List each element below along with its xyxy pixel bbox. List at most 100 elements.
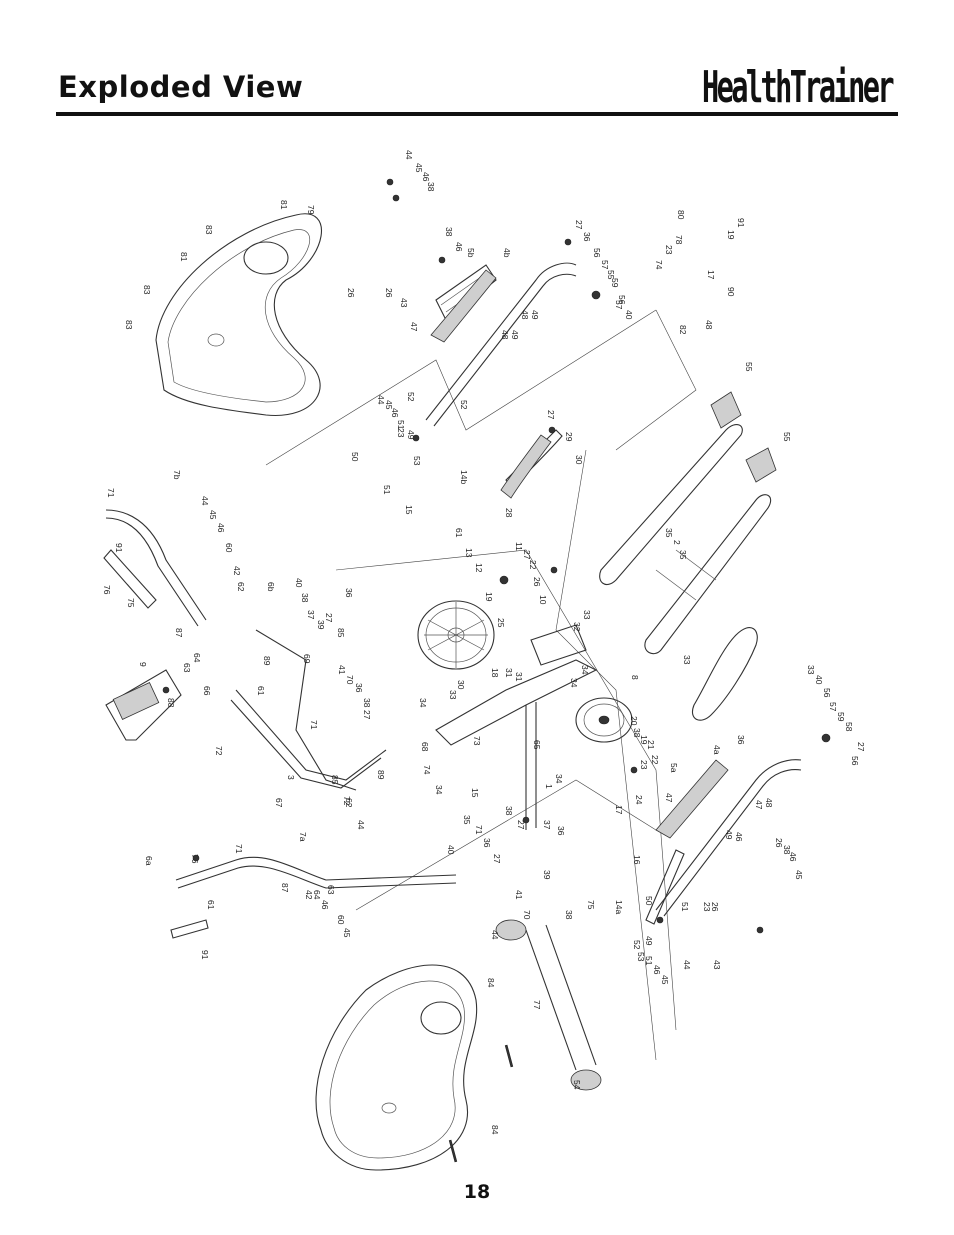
part-label: 32 <box>572 622 582 632</box>
part-label: 74 <box>654 260 664 270</box>
part-label: 21 <box>646 740 656 750</box>
part-label: 34 <box>434 785 444 795</box>
part-label: 57 <box>614 300 624 310</box>
part-label: 57 <box>828 702 838 712</box>
part-label: 37 <box>306 610 316 620</box>
brand-logo-text: HealthTrainer <box>702 62 894 110</box>
part-label: 7b <box>172 470 182 480</box>
console-display <box>105 669 182 741</box>
part-label: 90 <box>726 287 736 297</box>
part-label: 31 <box>504 668 514 678</box>
part-label: 65 <box>532 740 542 750</box>
part-label: 81 <box>279 200 289 210</box>
part-label: 57 <box>600 260 610 270</box>
part-label: 1 <box>544 784 554 789</box>
part-label: 63 <box>326 885 336 895</box>
part-label: 73 <box>472 736 482 746</box>
part-label: 64 <box>192 653 202 663</box>
part-label: 23 <box>639 760 649 770</box>
part-label: 51 <box>644 956 654 966</box>
part-label: 48 <box>520 310 530 320</box>
part-label: 45 <box>660 975 670 985</box>
part-label: 33 <box>582 610 592 620</box>
part-label: 24 <box>634 795 644 805</box>
part-label: 91 <box>200 950 210 960</box>
part-label: 59 <box>610 278 620 288</box>
part-label: 61 <box>256 686 266 696</box>
part-label: 91 <box>114 543 124 553</box>
part-label: 62 <box>236 582 246 592</box>
part-label: 48 <box>764 798 774 808</box>
part-label: 53 <box>412 456 422 466</box>
part-label: 30 <box>574 455 584 465</box>
page-title: Exploded View <box>58 70 304 104</box>
part-label: 3 <box>286 775 296 780</box>
pedal-lower <box>655 759 729 839</box>
part-label: 71 <box>474 825 484 835</box>
part-label: 47 <box>664 793 674 803</box>
part-label: 55 <box>744 362 754 372</box>
part-label: 27 <box>516 820 526 830</box>
crank-arm <box>500 429 563 499</box>
part-label: 39 <box>316 620 326 630</box>
part-label: 36 <box>482 838 492 848</box>
part-label: 27 <box>362 710 372 720</box>
part-label: 40 <box>814 675 824 685</box>
part-label: 36 <box>556 826 566 836</box>
part-label: 46 <box>454 242 464 252</box>
part-label: 34 <box>418 698 428 708</box>
part-label: 70 <box>522 910 532 920</box>
part-label: 38 <box>362 698 372 708</box>
part-label: 83 <box>124 320 134 330</box>
part-label: 27 <box>856 742 866 752</box>
fastener-markers <box>192 178 831 1163</box>
main-frame <box>435 624 598 830</box>
part-label: 23 <box>664 245 674 255</box>
part-label: 17 <box>614 805 624 815</box>
part-label: 91 <box>736 218 746 228</box>
drive-pulley <box>575 697 633 743</box>
part-label: 35 <box>678 550 688 560</box>
part-label: 27 <box>492 854 502 864</box>
part-label: 44 <box>376 395 386 405</box>
part-label: 36 <box>344 588 354 598</box>
part-label: 20 <box>629 716 639 726</box>
part-label: 44 <box>682 960 692 970</box>
part-label: 26 <box>774 838 784 848</box>
part-label: 11 <box>514 542 524 551</box>
part-label: 89 <box>262 656 272 666</box>
part-label: 69 <box>302 654 312 664</box>
drive-belt <box>692 627 758 721</box>
part-label: 36 <box>582 232 592 242</box>
part-label: 5b <box>466 248 476 258</box>
rear-stabilizer <box>599 391 777 655</box>
part-label: 39 <box>542 870 552 880</box>
part-label: 14b <box>459 470 469 484</box>
part-label: 13 <box>464 548 474 558</box>
part-label: 74 <box>422 765 432 775</box>
part-label: 19 <box>726 230 736 240</box>
part-label: 40 <box>294 578 304 588</box>
part-label: 75 <box>586 900 596 910</box>
part-label: 64 <box>312 890 322 900</box>
part-label: 2 <box>672 540 682 545</box>
part-label: 78 <box>674 235 684 245</box>
part-label: 38 <box>782 845 792 855</box>
part-label: 8 <box>630 675 640 680</box>
part-label: 38 <box>426 182 436 192</box>
part-label: 67 <box>274 798 284 808</box>
lower-right-linkage-arm <box>645 759 802 925</box>
part-label: 53 <box>636 952 646 962</box>
part-label: 83 <box>142 285 152 295</box>
part-label: 10 <box>538 595 548 605</box>
part-label: 15 <box>404 505 414 515</box>
part-label: 26 <box>710 902 720 912</box>
part-label: 71 <box>106 488 116 498</box>
part-label: 50 <box>644 896 654 906</box>
part-label: 71 <box>309 720 319 730</box>
part-label: 52 <box>459 400 469 410</box>
part-label: 61 <box>454 528 464 538</box>
part-label: 48 <box>704 320 714 330</box>
part-label: 44 <box>200 496 210 506</box>
part-label: 38 <box>300 593 310 603</box>
